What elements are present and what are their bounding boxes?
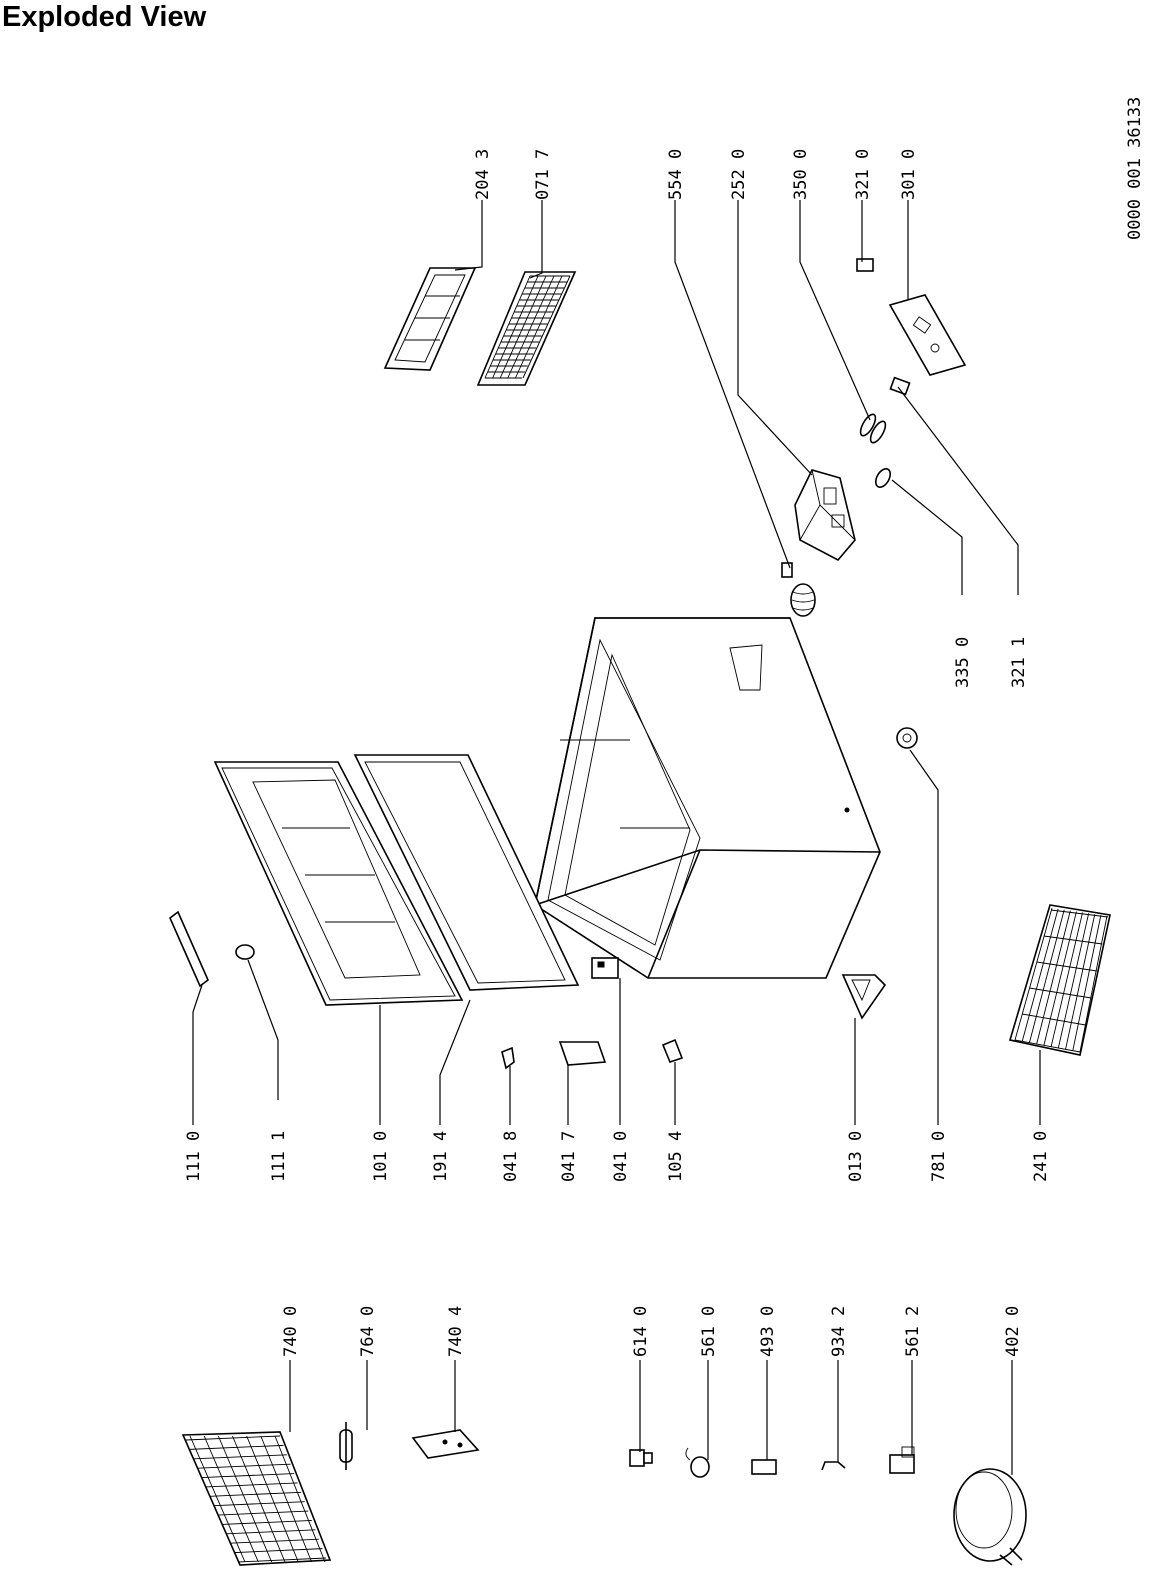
- part-764-0-drier: [339, 1422, 353, 1470]
- part-191-4-gasket-frame: [353, 754, 580, 991]
- part-554-0-thermostat-knob: [781, 562, 816, 617]
- label-781-0: 781 0: [929, 1131, 949, 1182]
- label-934-2: 934 2: [829, 1306, 849, 1357]
- label-335-0: 335 0: [953, 637, 973, 688]
- part-740-0-condenser: [181, 1431, 332, 1566]
- part-350-0-lamp-holder: [859, 413, 887, 444]
- part-111-1-cap: [235, 944, 255, 960]
- label-191-4: 191 4: [431, 1131, 451, 1182]
- part-041-7-hinge-cover: [558, 1041, 607, 1066]
- page-title: Exploded View: [2, 1, 207, 33]
- label-493-0: 493 0: [758, 1306, 778, 1357]
- label-101-0: 101 0: [371, 1131, 391, 1182]
- label-041-0: 041 0: [611, 1131, 631, 1182]
- part-402-0-compressor: [953, 1468, 1027, 1566]
- label-321-0: 321 0: [853, 149, 873, 200]
- part-493-0-capacitor: [751, 1459, 777, 1475]
- part-934-2-wire: [821, 1461, 846, 1471]
- label-041-8: 041 8: [501, 1131, 521, 1182]
- part-301-0-control-panel: [888, 294, 967, 376]
- part-252-0-thermostat-housing: [794, 469, 856, 562]
- part-781-0-grommet: [896, 727, 918, 749]
- leader-lines: [192, 200, 1041, 1475]
- label-041-7: 041 7: [559, 1131, 579, 1182]
- label-252-0: 252 0: [729, 149, 749, 200]
- part-071-7-grille: [476, 271, 577, 386]
- part-013-0-bracket: [841, 974, 887, 1020]
- label-740-0: 740 0: [281, 1306, 301, 1357]
- label-614-0: 614 0: [631, 1306, 651, 1357]
- label-301-0: 301 0: [899, 149, 919, 200]
- part-cabinet-body: [534, 617, 881, 979]
- label-105-4: 105 4: [666, 1131, 686, 1182]
- part-241-0-wire-basket: [1008, 904, 1111, 1056]
- part-041-8-hinge-pin: [501, 1046, 515, 1070]
- label-013-0: 013 0: [846, 1131, 866, 1182]
- part-labels: 204 3 071 7 554 0 252 0 350 0 321 0 301 …: [184, 149, 1051, 1357]
- label-554-0: 554 0: [666, 149, 686, 200]
- part-321-1-clip: [889, 376, 911, 396]
- part-041-0-hinge: [591, 957, 619, 979]
- part-614-0-relay: [629, 1449, 653, 1467]
- label-241-0: 241 0: [1031, 1131, 1051, 1182]
- label-350-0: 350 0: [791, 149, 811, 200]
- label-561-0: 561 0: [699, 1306, 719, 1357]
- label-204-3: 204 3: [473, 149, 493, 200]
- label-561-2: 561 2: [903, 1306, 923, 1357]
- drawing-reference-number: 0000 001 36133: [1125, 97, 1145, 240]
- part-740-4-bracket: [411, 1429, 480, 1459]
- part-321-0-clip: [856, 258, 874, 272]
- label-111-1: 111 1: [269, 1131, 289, 1182]
- part-204-3-shelf-panel: [383, 267, 477, 371]
- part-105-4-clip: [661, 1038, 684, 1063]
- part-101-0-lid: [213, 761, 464, 1006]
- label-764-0: 764 0: [358, 1306, 378, 1357]
- label-402-0: 402 0: [1003, 1306, 1023, 1357]
- label-740-4: 740 4: [446, 1306, 466, 1357]
- label-321-1: 321 1: [1009, 637, 1029, 688]
- label-071-7: 071 7: [533, 149, 553, 200]
- part-111-0-handle: [169, 910, 209, 988]
- part-335-0-bulb: [874, 468, 892, 488]
- part-561-0-overload: [685, 1447, 710, 1478]
- label-111-0: 111 0: [184, 1131, 204, 1182]
- part-561-2-starter: [889, 1446, 915, 1474]
